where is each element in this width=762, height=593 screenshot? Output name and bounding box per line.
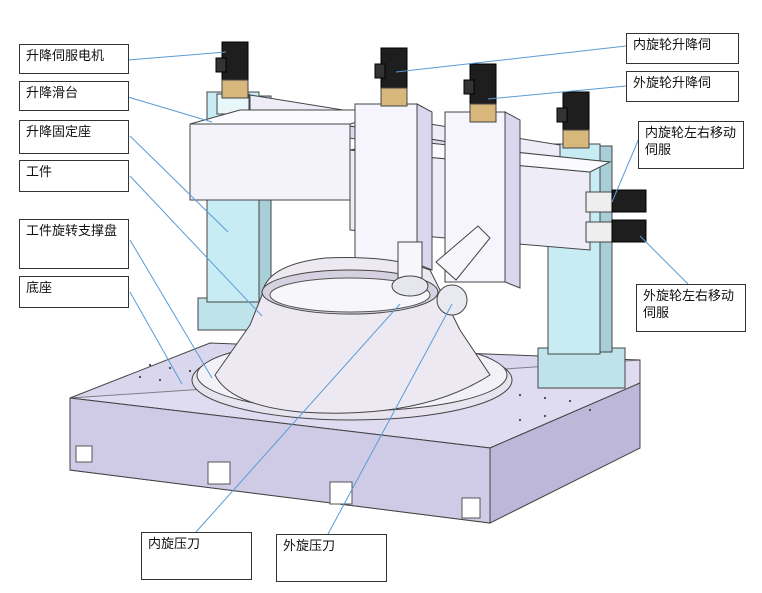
lift-servo-motor-label: 升降伺服电机 <box>19 44 129 74</box>
lateral-servo-motors <box>585 189 647 243</box>
inner-tool <box>391 241 429 297</box>
inner-spinning-tool-label: 内旋压刀 <box>141 532 252 580</box>
workpiece-cone <box>214 257 491 414</box>
inner-roller-lateral-servo-label: 内旋轮左右移动伺服 <box>638 121 744 169</box>
lift-slide-label: 升降滑台 <box>19 81 129 111</box>
base-label: 底座 <box>19 276 129 308</box>
outer-roller-lift-servo-label: 外旋轮升降伺 <box>626 71 739 102</box>
rotary-support-plate-label: 工件旋转支撑盘 <box>19 219 129 269</box>
outer-spinning-tool-label: 外旋压刀 <box>276 534 387 582</box>
lift-servo-motor-right <box>556 91 590 149</box>
leader-lines <box>127 45 689 535</box>
inner-lift-servo-motor <box>374 47 408 107</box>
outer-roller-lateral-servo-label: 外旋轮左右移动伺服 <box>636 284 746 332</box>
outer-tool <box>435 225 491 316</box>
inner-carriage <box>354 103 433 271</box>
outer-lift-servo-motor <box>463 63 497 123</box>
lift-fixed-seat-label: 升降固定座 <box>19 120 129 154</box>
lift-servo-motor-left <box>215 41 249 99</box>
inner-roller-lift-servo-label: 内旋轮升降伺 <box>626 33 739 64</box>
workpiece-label: 工件 <box>19 160 129 192</box>
